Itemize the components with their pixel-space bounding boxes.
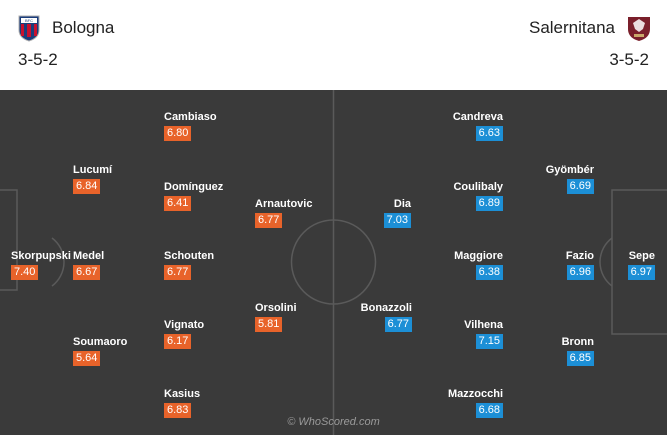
player-name: Mazzocchi — [447, 388, 503, 400]
player-name: Arnautovic — [255, 198, 313, 210]
player-maggiore[interactable]: Maggiore 6.38 — [423, 250, 503, 280]
home-team-name[interactable]: Bologna — [52, 18, 115, 37]
pitch: Skorpupski 7.40 Lucumí 6.84 Medel 6.67 S… — [0, 90, 667, 435]
player-rating: 6.38 — [475, 265, 503, 280]
player-bonazzoli[interactable]: Bonazzoli 6.77 — [332, 302, 412, 332]
player-mazzocchi[interactable]: Mazzocchi 6.68 — [423, 388, 503, 418]
player-name: Schouten — [164, 250, 215, 262]
player-soumaoro[interactable]: Soumaoro 5.64 — [73, 336, 153, 366]
salernitana-crest-icon — [628, 17, 650, 41]
player-name: Kasius — [164, 388, 201, 400]
player-medel[interactable]: Medel 6.67 — [73, 250, 153, 280]
player-name: Medel — [73, 250, 105, 262]
away-formation: 3-5-2 — [609, 50, 649, 69]
player-orsolini[interactable]: Orsolini 5.81 — [255, 302, 335, 332]
player-rating: 6.85 — [566, 351, 594, 366]
player-gyomber[interactable]: Gyömbér 6.69 — [514, 164, 594, 194]
player-vignato[interactable]: Vignato 6.17 — [164, 319, 244, 349]
player-rating: 6.89 — [475, 196, 503, 211]
player-dia[interactable]: Dia 7.03 — [331, 198, 411, 228]
player-rating: 7.40 — [11, 265, 39, 280]
player-rating: 6.63 — [475, 126, 503, 141]
player-name: Skorpupski — [11, 250, 71, 262]
player-dominguez[interactable]: Domínguez 6.41 — [164, 181, 244, 211]
player-name: Gyömbér — [545, 164, 594, 176]
player-name: Bronn — [561, 336, 594, 348]
player-skorupski[interactable]: Skorpupski 7.40 — [11, 250, 91, 280]
away-team-name[interactable]: Salernitana — [528, 18, 615, 37]
player-fazio[interactable]: Fazio 6.96 — [514, 250, 594, 280]
player-lucumi[interactable]: Lucumí 6.84 — [73, 164, 153, 194]
player-rating: 6.77 — [164, 265, 192, 280]
svg-text:BFC: BFC — [25, 18, 33, 23]
player-rating: 6.68 — [475, 403, 503, 418]
player-sepe[interactable]: Sepe 6.97 — [575, 250, 655, 280]
player-rating: 6.96 — [566, 265, 594, 280]
watermark: © WhoScored.com — [287, 416, 380, 428]
player-name: Orsolini — [255, 302, 297, 314]
player-kasius[interactable]: Kasius 6.83 — [164, 388, 244, 418]
player-rating: 6.17 — [164, 334, 192, 349]
player-name: Fazio — [565, 250, 594, 262]
player-name: Cambiaso — [164, 111, 217, 123]
player-schouten[interactable]: Schouten 6.77 — [164, 250, 244, 280]
bologna-crest-icon: BFC — [18, 15, 40, 42]
player-rating: 6.83 — [164, 403, 192, 418]
player-name: Maggiore — [454, 250, 503, 262]
player-rating: 6.77 — [384, 317, 412, 332]
player-name: Domínguez — [164, 181, 224, 193]
player-rating: 7.03 — [383, 213, 411, 228]
player-cambiaso[interactable]: Cambiaso 6.80 — [164, 111, 244, 141]
player-name: Sepe — [628, 250, 655, 262]
player-name: Soumaoro — [73, 336, 128, 348]
player-rating: 6.41 — [164, 196, 192, 211]
player-rating: 5.81 — [255, 317, 283, 332]
player-candreva[interactable]: Candreva 6.63 — [423, 111, 503, 141]
pitch-markings — [0, 90, 667, 435]
player-rating: 6.97 — [627, 265, 655, 280]
player-name: Candreva — [452, 111, 503, 123]
player-rating: 6.84 — [73, 179, 101, 194]
player-name: Vilhena — [464, 319, 503, 331]
player-rating: 7.15 — [475, 334, 503, 349]
player-name: Bonazzoli — [360, 302, 412, 314]
player-arnautovic[interactable]: Arnautovic 6.77 — [255, 198, 335, 228]
player-name: Coulibaly — [453, 181, 503, 193]
match-header: BFC Bologna 3-5-2 Salernitana 3-5-2 — [0, 0, 667, 90]
player-vilhena[interactable]: Vilhena 7.15 — [423, 319, 503, 349]
player-rating: 6.67 — [73, 265, 101, 280]
player-name: Dia — [393, 198, 411, 210]
player-name: Lucumí — [73, 164, 113, 176]
home-formation: 3-5-2 — [18, 50, 58, 69]
player-rating: 6.69 — [566, 179, 594, 194]
player-name: Vignato — [164, 319, 205, 331]
player-rating: 6.80 — [164, 126, 192, 141]
player-bronn[interactable]: Bronn 6.85 — [514, 336, 594, 366]
player-rating: 5.64 — [73, 351, 101, 366]
player-rating: 6.77 — [255, 213, 283, 228]
player-coulibaly[interactable]: Coulibaly 6.89 — [423, 181, 503, 211]
